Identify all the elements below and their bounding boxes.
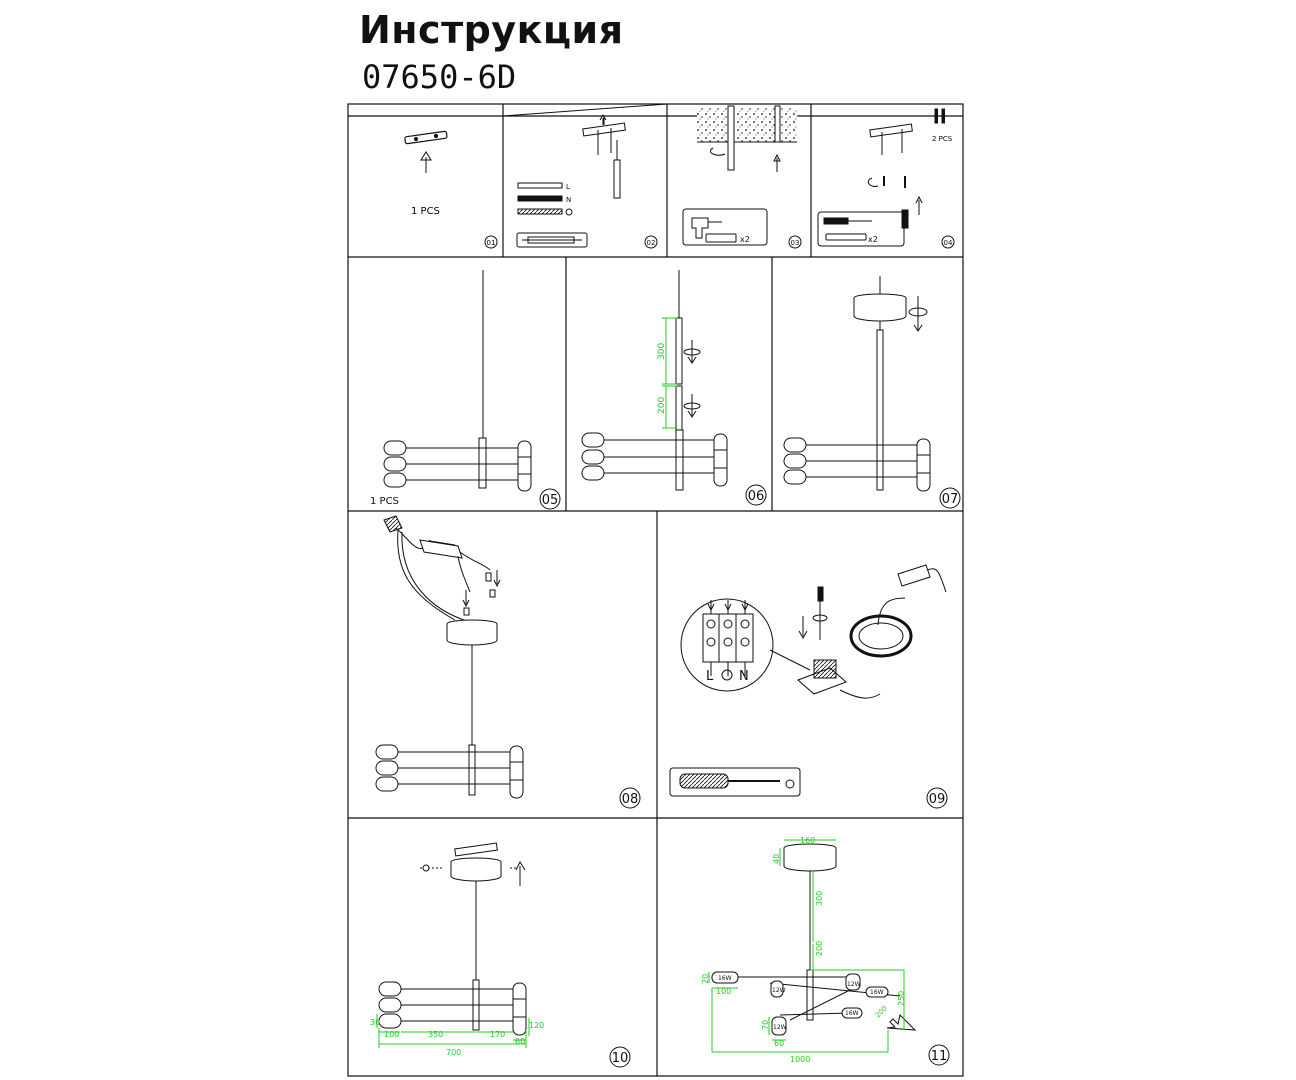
dim-label: 60 — [515, 1037, 525, 1046]
step-10-panel: 30 100 350 170 120 60 700 10 — [370, 842, 631, 1068]
step-05-panel: 1 PCS 05 — [370, 270, 561, 510]
wire-connector-icon — [383, 515, 403, 533]
lamp-arms — [378, 981, 527, 1036]
step-07-panel: 07 — [783, 276, 961, 509]
step-01-quantity: 1 PCS — [411, 206, 440, 217]
arms-top-view — [711, 971, 901, 1036]
screw-icon — [420, 864, 444, 872]
dim-label: 100 — [384, 1030, 399, 1039]
up-arrow-icon — [420, 151, 432, 173]
dim-label: 20 — [701, 974, 710, 984]
terminal-block — [797, 659, 847, 695]
step-08-number: 08 — [622, 792, 639, 807]
step-03-count: x2 — [740, 235, 750, 244]
up-arrow-icon — [915, 195, 923, 215]
dimension-lines — [708, 839, 905, 1053]
dim-label: 1000 — [790, 1055, 810, 1064]
dim-label: 100 — [716, 987, 731, 996]
step-09-panel: L N 09 — [669, 564, 948, 809]
screwdriver-icon — [812, 586, 828, 640]
lamp-arms — [383, 440, 532, 492]
step-04-count: x2 — [868, 235, 878, 244]
model-number: 07650-6D — [362, 58, 517, 96]
wires-icon — [517, 182, 563, 215]
terminal-l-label: L — [706, 669, 714, 684]
wattage-label: 16W — [718, 975, 732, 982]
lamp-arms — [375, 744, 524, 799]
dim-label: 200 — [874, 1004, 889, 1019]
dimension-lines — [376, 1014, 530, 1048]
driver-box — [419, 539, 463, 559]
step-11-number: 11 — [931, 1049, 948, 1064]
step-06-number: 06 — [748, 489, 765, 504]
dim-label: 70 — [761, 1020, 770, 1030]
rotate-icon — [867, 177, 879, 187]
step-05-number: 05 — [542, 493, 559, 508]
step-09-number: 09 — [929, 792, 946, 807]
wattage-label: 16W — [845, 1010, 859, 1017]
step-05-quantity: 1 PCS — [370, 496, 399, 507]
step-08-panel: 08 — [375, 515, 641, 809]
step-03-panel: x2 03 — [682, 105, 802, 249]
dim-label: 170 — [490, 1030, 505, 1039]
terminal-block-zoom — [680, 598, 774, 692]
up-arrow-icon — [510, 860, 526, 886]
arrow-down-icon — [798, 616, 808, 640]
arrow-icon — [886, 1014, 917, 1031]
dim-label: 250 — [897, 991, 906, 1006]
lamp-arms — [581, 432, 728, 487]
step-10-number: 10 — [612, 1051, 629, 1066]
screws-icon — [934, 108, 945, 124]
dim-label: 300 — [815, 891, 824, 906]
dim-label: 700 — [446, 1048, 461, 1057]
panel-grid — [347, 103, 964, 1077]
rotate-down-icon — [683, 340, 701, 364]
step-11-panel: 16W 12W 12W 16W 16W 12W 160 40 300 200 2… — [701, 836, 950, 1066]
lamp-arms — [783, 437, 931, 492]
dim-label: 60 — [774, 1039, 784, 1048]
step-02-panel: L N 02 — [502, 103, 668, 249]
terminal-n-label: N — [739, 669, 749, 684]
rotate-down-icon — [683, 394, 701, 418]
screwdriver-icon — [823, 217, 872, 225]
wire-l-label: L — [566, 183, 570, 191]
step-04-number: 04 — [944, 239, 953, 247]
mounting-bracket — [404, 130, 448, 145]
dim-200: 200 — [657, 397, 667, 414]
dim-300: 300 — [657, 343, 667, 360]
drill-icon — [691, 217, 722, 239]
document-title: Инструкция — [359, 8, 624, 52]
canopy-ring — [849, 614, 913, 658]
arrow-down-icon — [462, 570, 501, 608]
wattage-label: 12W — [847, 981, 861, 988]
rotate-down-icon — [908, 296, 928, 332]
dimension-lines — [662, 317, 677, 429]
dim-label: 120 — [529, 1021, 544, 1030]
step-01-number: 01 — [487, 239, 496, 247]
step-01-panel: 1 PCS 01 — [404, 130, 498, 249]
dim-label: 160 — [800, 836, 815, 845]
dim-label: 30 — [370, 1018, 380, 1027]
step-06-panel: 300 200 06 — [581, 270, 767, 506]
wire-n-label: N — [566, 196, 571, 204]
wattage-label: 16W — [870, 989, 884, 996]
step-04-panel: 2 PCS x2 04 — [817, 108, 955, 249]
up-arrow-icon — [773, 153, 781, 172]
step-02-number: 02 — [647, 239, 656, 247]
screwdriver-icon — [679, 773, 780, 789]
dim-label: 200 — [815, 941, 824, 956]
wattage-label: 12W — [773, 1024, 787, 1031]
dim-label: 40 — [772, 854, 781, 864]
step-07-number: 07 — [942, 492, 959, 507]
dim-label: 350 — [428, 1030, 443, 1039]
step-04-quantity: 2 PCS — [932, 135, 953, 143]
step-03-number: 03 — [791, 239, 800, 247]
up-arrow-icon — [599, 114, 607, 125]
pencil-icon — [522, 236, 582, 244]
rotate-icon — [710, 147, 726, 156]
wattage-label: 12W — [772, 987, 786, 994]
driver-box — [897, 564, 931, 587]
